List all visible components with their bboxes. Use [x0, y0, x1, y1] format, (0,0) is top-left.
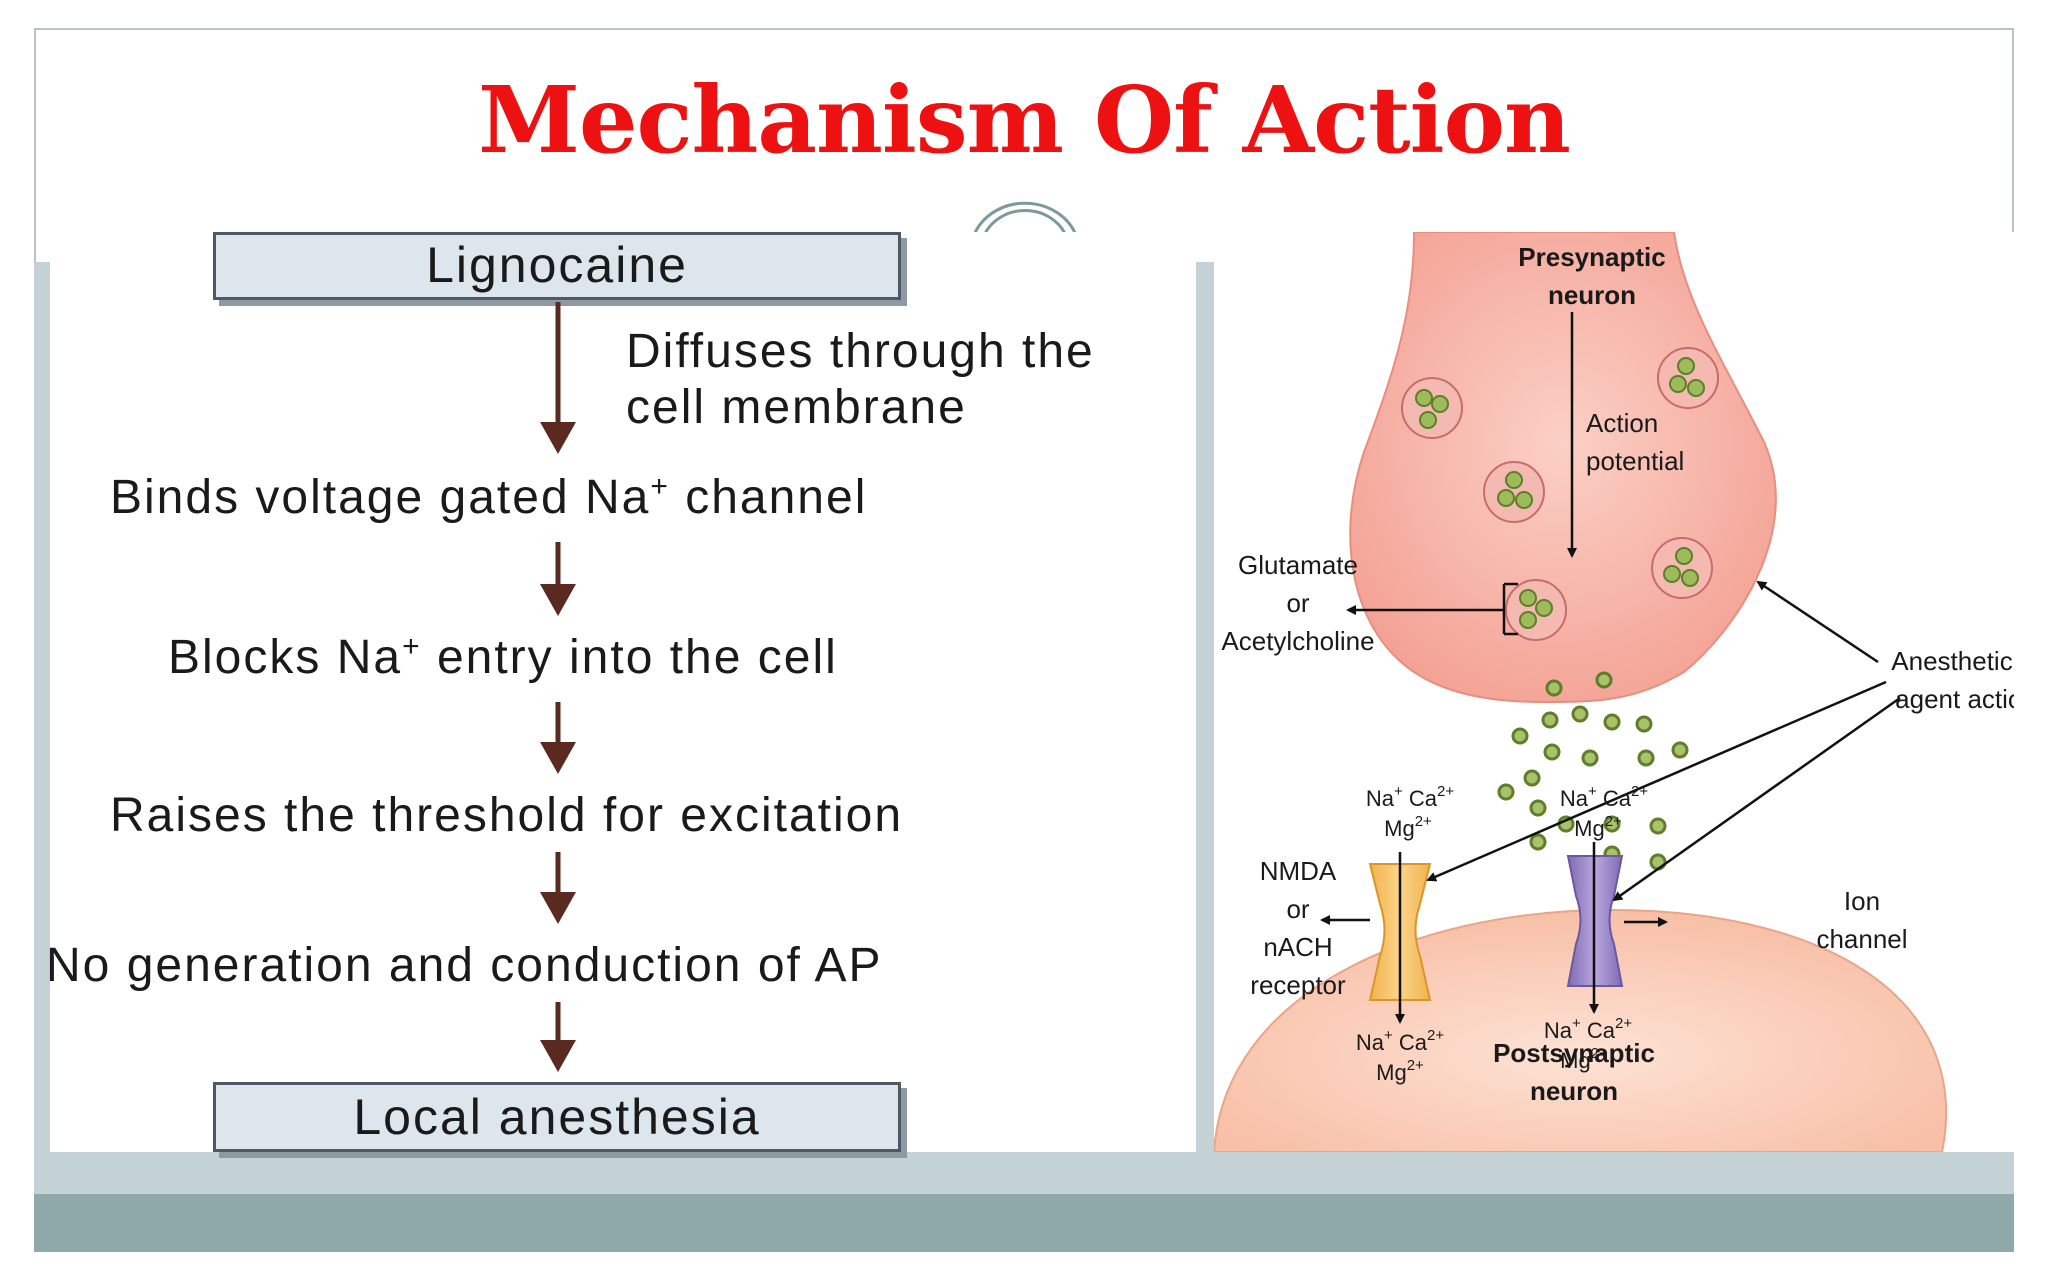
action-potential-label-2: potential: [1586, 446, 1684, 476]
ions-label-nmda-top: Na+ Ca2+ Mg2+: [1366, 783, 1454, 841]
bottom-band-dark: [34, 1194, 2014, 1252]
svg-text:Mg2+: Mg2+: [1574, 813, 1622, 841]
blocks-text: Blocks Na: [168, 631, 403, 684]
anesthetic-label-2: agent action: [1895, 684, 2014, 714]
flow-arrow-2: [540, 542, 576, 616]
bottom-band-light: [34, 1152, 2014, 1194]
presynaptic-label: Presynaptic: [1518, 242, 1665, 272]
flow-step-binds: Binds voltage gated Na+ channel: [110, 470, 867, 525]
blocks-superscript: +: [402, 630, 422, 663]
slide-title: Mechanism Of Action: [478, 66, 1571, 174]
vesicle-1: [1401, 377, 1463, 439]
svg-text:Mg2+: Mg2+: [1560, 1045, 1608, 1073]
flow-end-box: Local anesthesia: [213, 1082, 901, 1152]
flow-diffuse-line1: Diffuses through the: [626, 325, 1095, 378]
flow-arrow-4: [540, 852, 576, 924]
anesthetic-arrow-presynaptic: [1756, 580, 1879, 664]
acetylcholine-label: Acetylcholine: [1221, 626, 1374, 656]
anesthetic-label: Anesthetic: [1891, 646, 2012, 676]
binds-superscript: +: [650, 470, 670, 503]
receptor-label: receptor: [1250, 970, 1346, 1000]
glutamate-label: Glutamate: [1238, 550, 1358, 580]
flow-start-label: Lignocaine: [426, 237, 688, 293]
anesthetic-arrow-ion: [1612, 696, 1901, 902]
postsynaptic-label: Postsynaptic: [1493, 1038, 1655, 1068]
svg-text:Na+ Ca2+: Na+ Ca2+: [1366, 783, 1454, 811]
vesicle-3: [1483, 461, 1545, 523]
svg-text:Na+ Ca2+: Na+ Ca2+: [1544, 1015, 1632, 1043]
flow-arrows: [540, 302, 576, 1072]
flow-arrow-1: [540, 302, 576, 454]
blocks-text-end: entry into the cell: [421, 631, 838, 684]
vesicle-2: [1657, 347, 1719, 409]
svg-text:Na+ Ca2+: Na+ Ca2+: [1560, 783, 1648, 811]
flow-step-raises: Raises the threshold for excitation: [110, 789, 904, 842]
neurotransmitter-molecules: [1497, 671, 1689, 871]
arc-ornament-icon: [970, 201, 1080, 243]
binds-text-end: channel: [669, 471, 868, 524]
vesicles-group: [1401, 347, 1719, 641]
flowchart-panel: Lignocaine Diffuses through the cell mem…: [46, 232, 1196, 1152]
middle-accent-strip: [1196, 262, 1214, 1152]
left-accent-strip: [34, 262, 50, 1152]
synapse-panel: Presynaptic neuron Action potential Glut…: [1212, 231, 2037, 1153]
svg-text:Mg2+: Mg2+: [1384, 813, 1432, 841]
nmda-or-label: or: [1286, 894, 1309, 924]
binds-text: Binds voltage gated Na: [110, 471, 651, 524]
svg-text:Mg2+: Mg2+: [1376, 1057, 1424, 1085]
flow-start-box: Lignocaine: [213, 232, 901, 300]
anesthetic-arrow-nmda: [1426, 680, 1887, 882]
vesicle-4: [1651, 537, 1713, 599]
flow-diffuse-line2: cell membrane: [626, 381, 967, 434]
ions-label-ion-bottom: Na+ Ca2+ Mg2+: [1544, 1015, 1632, 1073]
synapse-diagram: Presynaptic neuron Action potential Glut…: [1212, 231, 2037, 1153]
ion-label: Ion: [1844, 886, 1880, 916]
ion-channel-label: channel: [1816, 924, 1907, 954]
glutamate-or-label: or: [1286, 588, 1309, 618]
vesicle-5: [1505, 579, 1567, 641]
flow-step-no-ap: No generation and conduction of AP: [46, 939, 883, 992]
flow-arrow-3: [540, 702, 576, 774]
flow-arrow-5: [540, 1002, 576, 1072]
flow-end-label: Local anesthesia: [353, 1089, 761, 1145]
nach-label: nACH: [1263, 932, 1332, 962]
ions-label-nmda-bottom: Na+ Ca2+ Mg2+: [1356, 1027, 1444, 1085]
postsynaptic-label-2: neuron: [1530, 1076, 1618, 1106]
presynaptic-label-2: neuron: [1548, 280, 1636, 310]
nmda-label: NMDA: [1260, 856, 1337, 886]
action-potential-label: Action: [1586, 408, 1658, 438]
svg-text:Na+ Ca2+: Na+ Ca2+: [1356, 1027, 1444, 1055]
flow-step-blocks: Blocks Na+ entry into the cell: [168, 630, 838, 685]
ions-label-ion-top: Na+ Ca2+ Mg2+: [1560, 783, 1648, 841]
